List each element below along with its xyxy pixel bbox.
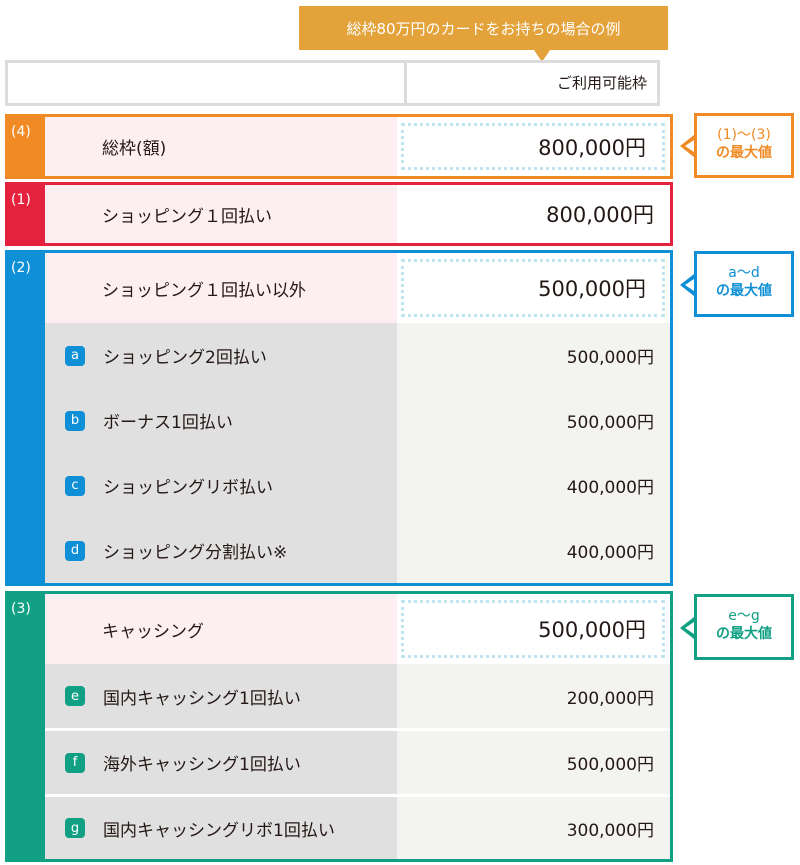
list-item: g 国内キャッシングリボ1回払い 300,000円 xyxy=(45,797,670,859)
badge-c: c xyxy=(65,475,85,496)
list-item: c ショッピングリボ払い 400,000円 xyxy=(45,453,670,518)
section-3-frame: キャッシング 500,000円 e 国内キャッシング1回払い 200,000円 f… xyxy=(45,591,673,862)
section-2-tab: (2) xyxy=(5,250,47,586)
section-1-name: ショッピング１回払い xyxy=(102,206,272,227)
row-divider xyxy=(45,728,670,731)
section-1-name-cell: ショッピング１回払い xyxy=(45,185,397,243)
badge-a: a xyxy=(65,345,85,366)
available-limit-header: ご利用可能枠 xyxy=(556,74,647,92)
badge-e: e xyxy=(65,686,85,706)
list-item: e 国内キャッシング1回払い 200,000円 xyxy=(45,664,670,728)
section-4-label: (4) xyxy=(11,124,31,140)
badge-b: b xyxy=(65,410,85,431)
callout-4: (1)〜(3) の最大値 xyxy=(694,113,794,178)
section-1-frame: ショッピング１回払い 800,000円 xyxy=(45,182,673,246)
section-2-value: 500,000円 xyxy=(538,277,646,301)
header-divider xyxy=(404,63,407,103)
list-item: d ショッピング分割払い※ 400,000円 xyxy=(45,518,670,583)
item-name: ショッピングリボ払い xyxy=(103,478,273,498)
list-item: b ボーナス1回払い 500,000円 xyxy=(45,388,670,453)
example-banner: 総枠80万円のカードをお持ちの場合の例 xyxy=(299,6,668,50)
item-value: 400,000円 xyxy=(566,478,654,498)
section-1-value: 800,000円 xyxy=(546,203,654,227)
section-3-value: 500,000円 xyxy=(538,618,646,642)
item-name: 国内キャッシング1回払い xyxy=(103,688,301,709)
section-1-value-cell: 800,000円 xyxy=(397,185,670,243)
section-2-items-values xyxy=(397,323,670,583)
badge-d: d xyxy=(65,540,85,561)
badge-f: f xyxy=(65,752,85,773)
list-item: a ショッピング2回払い 500,000円 xyxy=(45,323,670,388)
callout-2: a〜d の最大値 xyxy=(694,251,794,317)
item-name: 国内キャッシングリボ1回払い xyxy=(103,820,335,841)
section-2-label: (2) xyxy=(11,260,31,276)
item-value: 500,000円 xyxy=(566,413,654,433)
item-value: 500,000円 xyxy=(566,755,654,775)
item-name: 海外キャッシング1回払い xyxy=(103,755,301,775)
section-3-tab: (3) xyxy=(5,591,47,862)
callout-4-line1: (1)〜(3) xyxy=(717,127,771,143)
section-4-name-cell: 総枠(額) xyxy=(45,117,397,176)
section-3-value-cell: 500,000円 xyxy=(401,600,665,658)
callout-2-line1: a〜d xyxy=(728,265,760,281)
item-name: ボーナス1回払い xyxy=(103,413,233,433)
section-3-name-cell: キャッシング xyxy=(45,594,397,664)
section-4-tab: (4) xyxy=(5,114,47,179)
section-3-label: (3) xyxy=(11,601,31,617)
section-3-items-names xyxy=(45,664,397,859)
section-3-name: キャッシング xyxy=(102,621,204,642)
list-item: f 海外キャッシング1回払い 500,000円 xyxy=(45,731,670,794)
section-1-tab: (1) xyxy=(5,182,47,246)
table-header: ご利用可能枠 xyxy=(5,60,660,106)
item-value: 500,000円 xyxy=(566,348,654,368)
item-name: ショッピング分割払い※ xyxy=(103,543,288,563)
section-1-label: (1) xyxy=(11,192,31,208)
section-4-value-cell: 800,000円 xyxy=(401,123,665,170)
item-name: ショッピング2回払い xyxy=(103,348,267,368)
callout-3-line2: の最大値 xyxy=(716,626,772,642)
section-3-items-values xyxy=(397,664,670,859)
banner-arrow-icon xyxy=(534,50,550,62)
section-2-name-cell: ショッピング１回払い以外 xyxy=(45,253,397,323)
section-2-items-names xyxy=(45,323,397,583)
section-4-frame: 総枠(額) 800,000円 xyxy=(45,114,673,179)
section-2-frame: ショッピング１回払い以外 500,000円 a ショッピング2回払い 500,00… xyxy=(45,250,673,586)
item-value: 300,000円 xyxy=(566,820,654,841)
badge-g: g xyxy=(65,818,85,838)
callout-3-line1: e〜g xyxy=(728,608,760,624)
callout-2-line2: の最大値 xyxy=(716,283,772,299)
section-2-name: ショッピング１回払い以外 xyxy=(102,280,306,301)
section-4-name: 総枠(額) xyxy=(102,139,167,159)
item-value: 400,000円 xyxy=(566,543,654,563)
section-2-value-cell: 500,000円 xyxy=(401,259,665,317)
section-4-value: 800,000円 xyxy=(538,135,646,160)
item-value: 200,000円 xyxy=(566,688,654,709)
callout-4-line2: の最大値 xyxy=(716,145,772,161)
row-divider xyxy=(45,794,670,797)
callout-3: e〜g の最大値 xyxy=(694,594,794,660)
example-banner-text: 総枠80万円のカードをお持ちの場合の例 xyxy=(346,19,621,38)
